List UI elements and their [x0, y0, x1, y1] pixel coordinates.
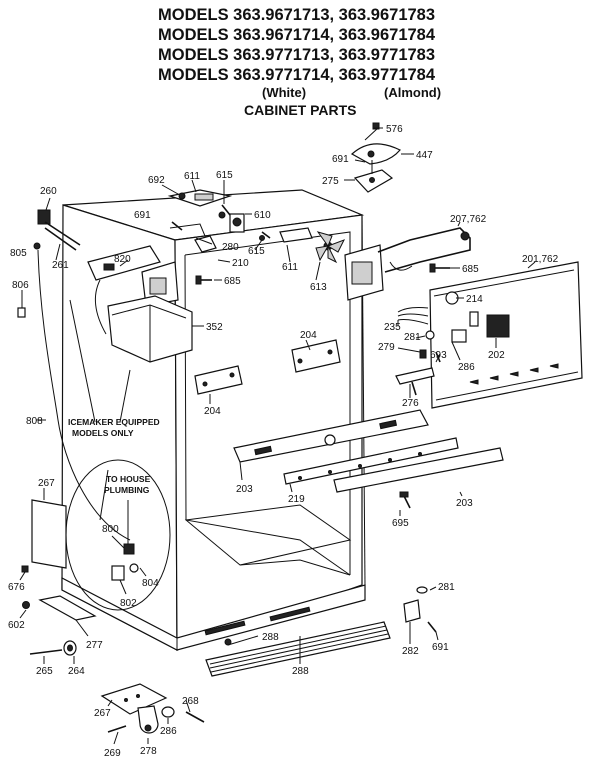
part-label: 207,762: [450, 214, 487, 225]
part-label: 693: [430, 350, 447, 361]
model-line-1: MODELS 363.9671713, 363.9671783: [158, 6, 436, 24]
part-label: 276: [402, 398, 419, 409]
part-label: 280: [222, 242, 239, 253]
part-label: 676: [8, 582, 25, 593]
part-label: 800: [102, 524, 119, 535]
part-label: 804: [142, 578, 159, 589]
part-label: 235: [384, 322, 401, 333]
icemaker-note-line1: ICEMAKER EQUIPPED: [68, 417, 160, 427]
part-label: 615: [216, 170, 233, 181]
house-plumbing-note-line1: TO HOUSE: [106, 474, 151, 484]
part-label: 279: [378, 342, 395, 353]
part-label: 282: [402, 646, 419, 657]
part-label: 261: [52, 260, 69, 271]
part-label: 808: [26, 416, 43, 427]
part-label: 267: [38, 478, 55, 489]
part-label: 204: [204, 406, 221, 417]
part-label: 203: [456, 498, 473, 509]
part-label: 802: [120, 598, 137, 609]
mullion-strips: [194, 339, 504, 509]
part-label: 269: [104, 748, 121, 759]
cabinet-body: [61, 189, 366, 651]
part-label: 685: [462, 264, 479, 275]
lower-left-parts: [21, 299, 171, 656]
model-line-2: MODELS 363.9671714, 363.9671784: [158, 26, 436, 44]
section-title: CABINET PARTS: [244, 102, 357, 118]
part-label: 264: [68, 666, 85, 677]
part-label: 219: [288, 494, 305, 505]
leader-lines: [19, 127, 536, 745]
part-label: 201,762: [522, 254, 559, 265]
part-label: 214: [466, 294, 483, 305]
hinge-parts-top: [167, 122, 471, 301]
part-label: 286: [458, 362, 475, 373]
part-label: 613: [310, 282, 327, 293]
part-label: 281: [438, 582, 455, 593]
part-label: 352: [206, 322, 223, 333]
part-label: 805: [10, 248, 27, 259]
part-label: 611: [184, 171, 200, 182]
part-label: 576: [386, 124, 403, 135]
part-number-labels: 576 447 691 275 692 611 615 610 691 280 …: [8, 124, 559, 759]
part-label: 204: [300, 330, 317, 341]
part-label: 692: [148, 175, 165, 186]
part-label: 277: [86, 640, 103, 651]
part-label: 203: [236, 484, 253, 495]
part-label: 615: [248, 246, 265, 257]
part-label: 695: [392, 518, 409, 529]
part-label: 260: [40, 186, 57, 197]
icemaker-assembly: [17, 209, 212, 541]
part-label: 691: [432, 642, 449, 653]
part-label: 275: [322, 176, 339, 187]
part-label: 685: [224, 276, 241, 287]
model-line-4: MODELS 363.9771714, 363.9771784: [158, 66, 436, 84]
part-label: 210: [232, 258, 249, 269]
part-label: 268: [182, 696, 199, 707]
part-label: 691: [332, 154, 349, 165]
part-label: 447: [416, 150, 433, 161]
model-line-3: MODELS 363.9771713, 363.9771783: [158, 46, 436, 64]
part-label: 286: [160, 726, 177, 737]
part-label: 202: [488, 350, 505, 361]
color-white-label: (White): [262, 85, 307, 100]
grille-and-hardware: [100, 586, 437, 734]
icemaker-note-line2: MODELS ONLY: [72, 428, 134, 438]
part-label: 278: [140, 746, 157, 757]
part-label: 265: [36, 666, 53, 677]
annotation-notes: ICEMAKER EQUIPPED MODELS ONLY TO HOUSE P…: [68, 417, 160, 495]
house-plumbing-note-line2: PLUMBING: [104, 485, 150, 495]
part-label: 611: [282, 262, 298, 273]
part-label: 288: [262, 632, 279, 643]
part-label: 820: [114, 254, 131, 265]
part-label: 610: [254, 210, 271, 221]
control-panel: [395, 261, 583, 409]
part-label: 267: [94, 708, 111, 719]
part-label: 602: [8, 620, 25, 631]
part-label: 288: [292, 666, 309, 677]
part-label: 806: [12, 280, 29, 291]
color-almond-label: (Almond): [384, 85, 442, 100]
part-label: 281: [404, 332, 421, 343]
part-label: 691: [134, 210, 151, 221]
